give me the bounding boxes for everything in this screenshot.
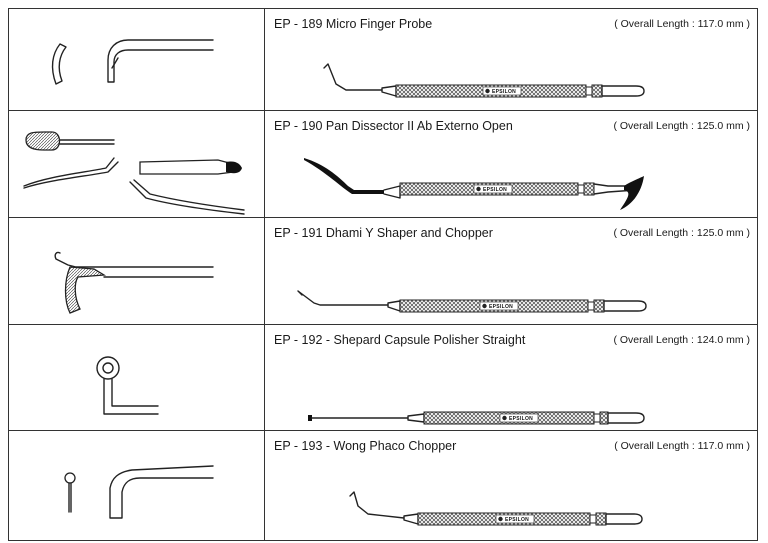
row-divider: [8, 110, 758, 111]
table-border-top: [8, 8, 758, 9]
row-divider: [8, 430, 758, 431]
product-name: EP - 192 - Shepard Capsule Polisher Stra…: [274, 333, 526, 347]
overall-length: ( Overall Length : 117.0 mm ): [614, 18, 750, 30]
product-info: EP - 191 Dhami Y Shaper and Chopper ( Ov…: [264, 217, 758, 324]
product-name: EP - 190 Pan Dissector II Ab Externo Ope…: [274, 119, 513, 133]
tip-detail-drawing: [54, 251, 214, 314]
tip-detail-illustration: [8, 8, 264, 110]
tip-detail-drawing: [64, 465, 214, 519]
product-name: EP - 193 - Wong Phaco Chopper: [274, 439, 457, 453]
product-row: EP - 193 - Wong Phaco Chopper ( Overall …: [8, 430, 758, 540]
product-info: EP - 192 - Shepard Capsule Polisher Stra…: [264, 324, 758, 430]
product-row: EP - 190 Pan Dissector II Ab Externo Ope…: [8, 110, 758, 217]
product-info: EP - 190 Pan Dissector II Ab Externo Ope…: [264, 110, 758, 217]
product-name: EP - 191 Dhami Y Shaper and Chopper: [274, 226, 493, 240]
tip-detail-drawing: [51, 39, 214, 85]
overall-length: ( Overall Length : 125.0 mm ): [613, 120, 750, 132]
tip-detail-drawing: [96, 356, 159, 415]
instrument-drawing: EPSILON: [308, 411, 645, 425]
instrument-drawing: EPSILON: [304, 158, 644, 210]
instrument-catalog: EP - 189 Micro Finger Probe ( Overall Le…: [8, 8, 758, 541]
brand-logo: EPSILON: [483, 187, 507, 193]
table-border-bottom: [8, 540, 758, 541]
row-divider: [8, 324, 758, 325]
instrument-drawing: EPSILON: [349, 491, 643, 526]
overall-length: ( Overall Length : 124.0 mm ): [613, 334, 750, 346]
product-name: EP - 189 Micro Finger Probe: [274, 17, 433, 31]
tip-detail-illustration: [8, 430, 264, 540]
brand-logo: EPSILON: [489, 304, 513, 310]
product-row: EP - 189 Micro Finger Probe ( Overall Le…: [8, 8, 758, 110]
tip-detail-illustration: [8, 110, 264, 217]
table-border-left: [8, 8, 9, 541]
column-divider: [264, 8, 265, 541]
product-row: EP - 192 - Shepard Capsule Polisher Stra…: [8, 324, 758, 430]
tip-detail-illustration: [8, 217, 264, 324]
overall-length: ( Overall Length : 117.0 mm ): [614, 440, 750, 452]
product-info: EP - 189 Micro Finger Probe ( Overall Le…: [264, 8, 758, 110]
row-divider: [8, 217, 758, 218]
overall-length: ( Overall Length : 125.0 mm ): [613, 227, 750, 239]
tip-detail-drawing: [23, 131, 245, 215]
product-row: EP - 191 Dhami Y Shaper and Chopper ( Ov…: [8, 217, 758, 324]
instrument-drawing: EPSILON: [297, 290, 647, 313]
instrument-drawing: EPSILON: [323, 63, 645, 98]
brand-logo: EPSILON: [505, 517, 529, 523]
brand-logo: EPSILON: [492, 89, 516, 95]
brand-logo: EPSILON: [509, 416, 533, 422]
product-info: EP - 193 - Wong Phaco Chopper ( Overall …: [264, 430, 758, 540]
tip-detail-illustration: [8, 324, 264, 430]
table-border-right: [757, 8, 758, 541]
